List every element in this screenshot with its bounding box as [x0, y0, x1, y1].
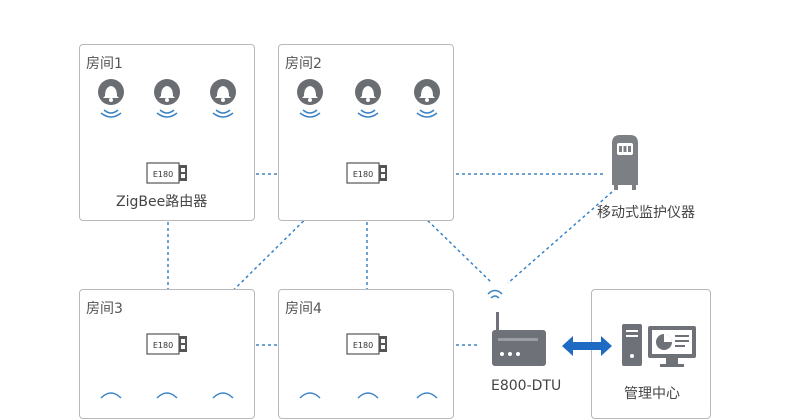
router-tag: E180 — [153, 170, 173, 179]
dtu-caption: E800-DTU — [491, 378, 562, 394]
bell-signal-icon — [299, 392, 321, 399]
monitor-device-icon — [612, 135, 638, 190]
double-arrow-icon — [562, 336, 612, 356]
bell-icon — [210, 79, 236, 118]
router-icon: E180 — [346, 162, 392, 190]
router-tag: E180 — [353, 170, 373, 179]
router-caption: ZigBee路由器 — [116, 194, 208, 210]
router-icon: E180 — [346, 333, 392, 361]
bell-signal-icon — [416, 392, 438, 399]
network-diagram: 房间1 房间2 房间3 房间4 — [79, 44, 711, 419]
bell-signal-icon — [156, 392, 178, 399]
router-tag: E180 — [153, 341, 173, 350]
signal-icon — [487, 289, 503, 299]
bell-icon — [355, 79, 381, 118]
monitor-caption: 移动式监护仪器 — [597, 205, 695, 221]
room-1: 房间1 — [79, 44, 255, 221]
router-icon: E180 — [146, 162, 192, 190]
room-3-title: 房间3 — [86, 301, 123, 317]
bell-icon — [297, 79, 323, 118]
bell-icon — [98, 79, 124, 118]
router-tag: E180 — [353, 341, 373, 350]
dtu-icon — [492, 312, 546, 366]
room-2: 房间2 — [278, 44, 454, 221]
bell-signal-icon — [100, 392, 122, 399]
center-caption: 管理中心 — [624, 386, 680, 402]
bell-icon — [414, 79, 440, 118]
link-monitor-dtu — [507, 191, 613, 284]
room-4-title: 房间4 — [285, 301, 322, 317]
bell-signal-icon — [212, 392, 234, 399]
room-2-title: 房间2 — [285, 56, 322, 72]
bell-signal-icon — [357, 392, 379, 399]
computer-icon — [622, 324, 696, 367]
room-3: 房间3 — [79, 289, 255, 419]
router-icon: E180 — [146, 333, 192, 361]
room-1-title: 房间1 — [86, 56, 123, 72]
bell-icon — [154, 79, 180, 118]
